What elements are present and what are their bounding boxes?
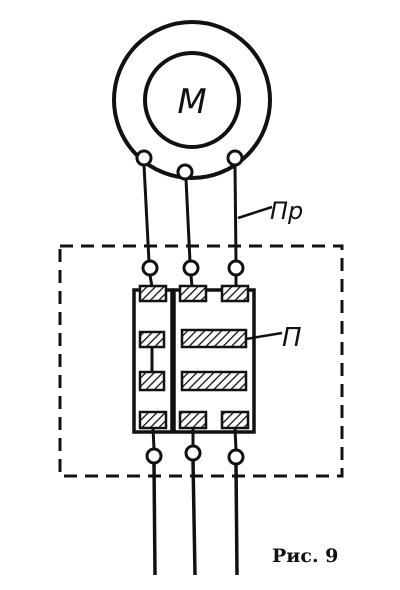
switch-bottom-terminals xyxy=(145,444,245,466)
contact-bottom-1 xyxy=(138,410,168,430)
motor-outer-ring xyxy=(112,20,272,180)
switch-top-terminal-2 xyxy=(182,259,200,277)
supply-line-3 xyxy=(234,463,239,576)
contact-top-3 xyxy=(220,284,250,303)
switch-label-leader xyxy=(245,331,283,341)
switch-bottom-terminal-3 xyxy=(227,448,245,466)
bottom-terminal-leads xyxy=(151,427,238,451)
switch-label: П xyxy=(282,323,302,353)
motor-terminal-3 xyxy=(226,149,244,167)
motor-terminal-1 xyxy=(135,149,153,167)
switch-top-terminal-1 xyxy=(141,259,159,277)
contact-bar-upper xyxy=(180,328,248,349)
wire-label-leader xyxy=(237,205,273,220)
motor-terminal-2 xyxy=(176,163,194,181)
wire-label: Пр xyxy=(270,197,303,225)
switch-top-terminal-3 xyxy=(227,259,245,277)
motor-inner-ring xyxy=(143,51,241,149)
switch-bottom-terminal-2 xyxy=(184,444,202,462)
switch-enclosure xyxy=(58,244,344,478)
wire-2 xyxy=(184,178,192,263)
motor-label: М xyxy=(177,82,206,122)
contact-top-1 xyxy=(138,284,168,303)
supply-line-2 xyxy=(191,459,197,576)
contact-bottom-2 xyxy=(178,410,208,430)
switch-right-frame xyxy=(172,288,256,434)
contact-left-lower xyxy=(138,370,166,392)
switch-bottom-terminal-1 xyxy=(145,447,163,465)
supply-lines xyxy=(152,459,239,576)
contact-bar-lower xyxy=(180,370,248,392)
switch-top-terminals xyxy=(141,259,245,277)
motor: М xyxy=(112,20,272,180)
motor-terminals xyxy=(135,149,244,181)
supply-line-1 xyxy=(152,462,157,576)
contact-bottom-3 xyxy=(220,410,250,430)
switch xyxy=(132,284,256,434)
contact-top-2 xyxy=(178,284,208,303)
contact-left-upper xyxy=(138,330,166,349)
figure-caption: Рис. 9 xyxy=(272,545,338,567)
